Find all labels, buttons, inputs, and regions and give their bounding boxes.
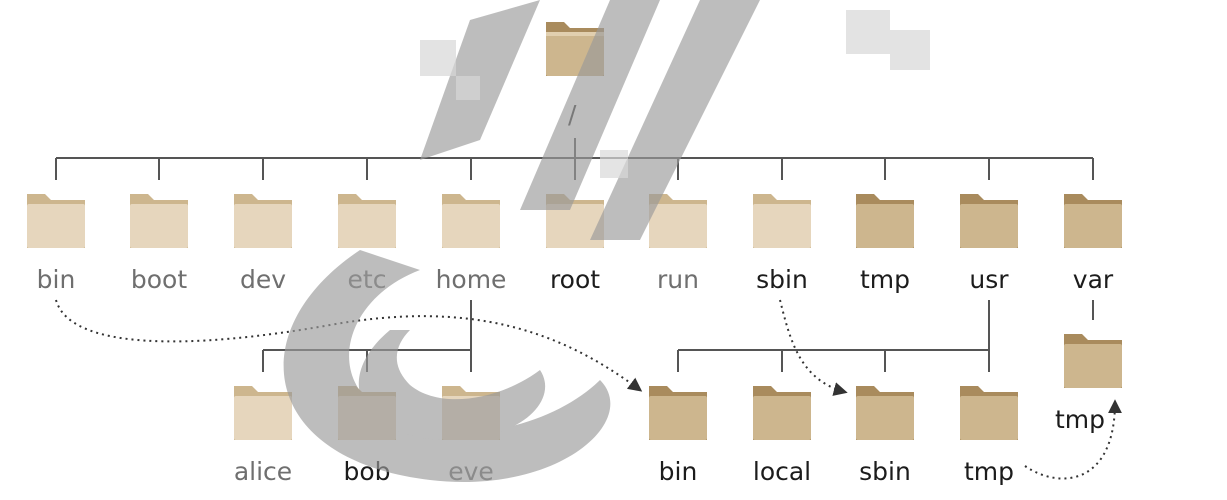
folder-icon — [25, 186, 87, 250]
label-etc: etc — [347, 265, 387, 294]
label-bob: bob — [343, 457, 391, 486]
root-label: / — [568, 100, 577, 129]
folder-icon — [1062, 326, 1124, 390]
folder-icon — [232, 186, 294, 250]
root-folder-icon — [544, 14, 606, 78]
folder-icon — [854, 378, 916, 442]
label-usr: usr — [969, 265, 1009, 294]
label-sbin: sbin — [756, 265, 808, 294]
label-root: root — [549, 265, 601, 294]
folder-icon — [440, 378, 502, 442]
folder-icon — [1062, 186, 1124, 250]
label-dev: dev — [239, 265, 287, 294]
label-usr-tmp: tmp — [963, 457, 1015, 486]
folder-icon — [128, 186, 190, 250]
symlink-arrow-bin — [55, 299, 643, 392]
label-var-tmp: tmp — [1054, 405, 1106, 434]
label-home: home — [435, 265, 507, 294]
label-run: run — [657, 265, 699, 294]
folder-icon — [232, 378, 294, 442]
label-alice: alice — [233, 457, 293, 486]
folder-icon — [544, 186, 606, 250]
folder-icon — [647, 378, 709, 442]
label-usr-local: local — [752, 457, 812, 486]
label-bin: bin — [36, 265, 76, 294]
folder-icon — [751, 186, 813, 250]
folder-icon — [958, 378, 1020, 442]
label-tmp: tmp — [859, 265, 911, 294]
folder-icon — [751, 378, 813, 442]
label-eve: eve — [448, 457, 494, 486]
folder-icon — [336, 378, 398, 442]
folder-icon — [647, 186, 709, 250]
folder-icon — [336, 186, 398, 250]
symlink-arrow-sbin — [779, 299, 848, 396]
folder-icon — [854, 186, 916, 250]
folder-icon — [440, 186, 502, 250]
label-var: var — [1072, 265, 1114, 294]
label-boot: boot — [130, 265, 188, 294]
label-usr-sbin: sbin — [859, 457, 911, 486]
label-usr-bin: bin — [658, 457, 698, 486]
symlink-arrow-tmp — [1024, 399, 1122, 480]
folder-icon — [958, 186, 1020, 250]
